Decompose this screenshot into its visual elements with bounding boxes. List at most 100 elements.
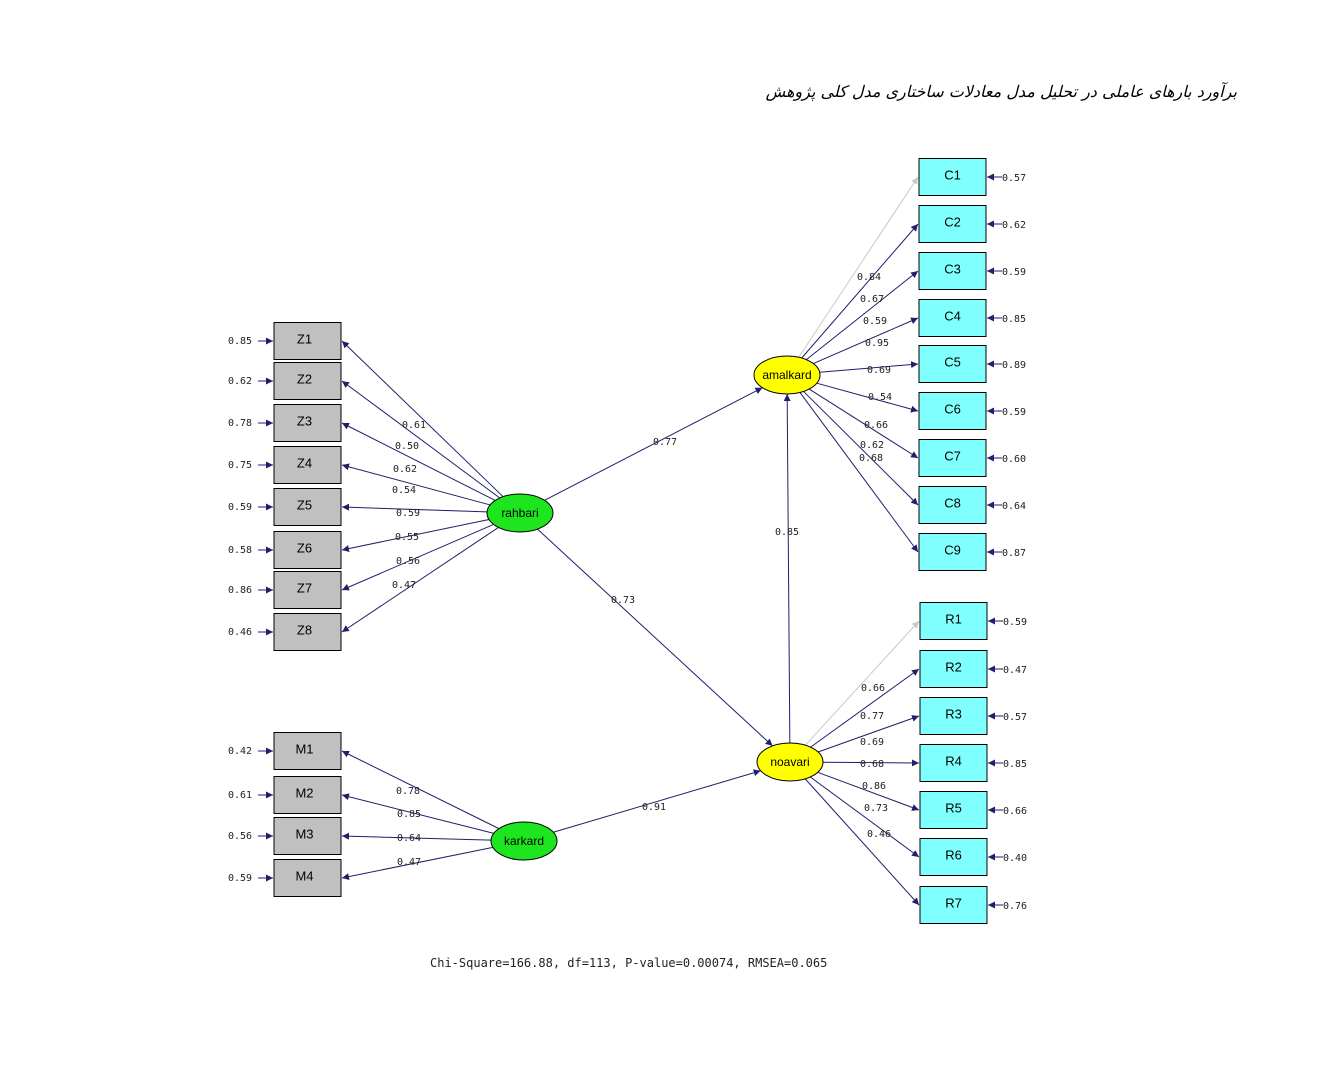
- m-error-4: 0.59: [228, 873, 252, 884]
- c-error-4: 0.85: [1002, 314, 1026, 325]
- indicator-c6: [918, 392, 987, 430]
- c-loading-arrow-2: [801, 223, 919, 359]
- r-loading-arrow-4: [822, 759, 920, 767]
- z-loading-arrow-2: [341, 380, 501, 499]
- indicator-label-r5: R5: [945, 800, 962, 815]
- fit-statistics: Chi-Square=166.88, df=113, P-value=0.000…: [430, 956, 828, 970]
- c-loading-arrow-6: [816, 382, 919, 413]
- m-loading-arrow-1: [341, 750, 500, 830]
- z-error-7: 0.86: [228, 585, 252, 596]
- indicator-label-z6: Z6: [297, 540, 312, 555]
- indicator-label-c4: C4: [944, 308, 961, 323]
- z-loading-1: 0.61: [402, 420, 426, 431]
- m-loading-arrow-4: [341, 846, 493, 881]
- indicator-label-m1: M1: [295, 741, 313, 756]
- m-error-1: 0.42: [228, 746, 252, 757]
- z-loading-arrow-3: [341, 422, 496, 501]
- latent-label-karkard: karkard: [504, 834, 544, 848]
- indicator-r1: [919, 602, 988, 640]
- indicator-c9: [918, 533, 987, 571]
- z-loading-7: 0.56: [396, 556, 420, 567]
- indicator-label-z8: Z8: [297, 622, 312, 637]
- indicator-c7: [918, 439, 987, 477]
- indicator-label-c8: C8: [944, 495, 961, 510]
- indicator-label-z5: Z5: [297, 497, 312, 512]
- indicator-label-r6: R6: [945, 847, 962, 862]
- indicator-label-z1: Z1: [297, 331, 312, 346]
- path-noavari-amalkard-arrow: [783, 393, 791, 744]
- z-loading-arrow-1: [341, 340, 504, 498]
- r-loading-2: 0.77: [860, 711, 884, 722]
- indicator-label-z3: Z3: [297, 413, 312, 428]
- r-loading-arrow-6: [810, 776, 920, 858]
- m-loading-2: 0.85: [397, 809, 421, 820]
- m-loading-1: 0.78: [396, 786, 420, 797]
- r-loading-arrow-5: [817, 771, 920, 811]
- z-loading-3: 0.62: [393, 464, 417, 475]
- r-error-5: 0.66: [1003, 806, 1027, 817]
- m-error-2: 0.61: [228, 790, 252, 801]
- c-error-9: 0.87: [1002, 548, 1026, 559]
- path-karkard-noavari-arrow: [553, 769, 761, 833]
- latent-noavari: [756, 742, 824, 782]
- c-loading-arrow-9: [799, 392, 919, 553]
- indicator-label-c9: C9: [944, 542, 961, 557]
- c-loading-4: 0.95: [865, 338, 889, 349]
- c-loading-5: 0.69: [867, 365, 891, 376]
- r-loading-arrow-2: [810, 668, 920, 748]
- indicator-c8: [918, 486, 987, 524]
- r-loading-arrow-1: [805, 620, 920, 746]
- path-rahbari-amalkard-coef: 0.77: [653, 437, 677, 448]
- m-loading-3: 0.64: [397, 833, 421, 844]
- diagram-caption: برآورد بارهای عاملی در تحلیل مدل معادلات…: [765, 82, 1237, 101]
- indicator-z6: [273, 531, 342, 569]
- r-error-3: 0.57: [1003, 712, 1027, 723]
- m-loading-4: 0.47: [397, 857, 421, 868]
- latent-rahbari: [486, 493, 554, 533]
- indicator-c1: [918, 158, 987, 196]
- indicator-label-r4: R4: [945, 753, 962, 768]
- latent-karkard: [490, 821, 558, 861]
- c-error-6: 0.59: [1002, 407, 1026, 418]
- m-loading-arrow-2: [341, 793, 494, 834]
- c-loading-arrow-7: [808, 388, 919, 459]
- c-error-7: 0.60: [1002, 454, 1026, 465]
- c-loading-arrow-1: [798, 176, 919, 358]
- indicator-r7: [919, 886, 988, 924]
- path-rahbari-noavari-arrow: [537, 528, 773, 747]
- indicator-m2: [273, 776, 342, 814]
- c-loading-arrow-8: [803, 391, 919, 506]
- c-error-8: 0.64: [1002, 501, 1026, 512]
- indicator-label-c3: C3: [944, 261, 961, 276]
- c-loading-arrow-4: [813, 317, 919, 365]
- r-loading-arrow-3: [817, 715, 920, 753]
- indicator-z4: [273, 446, 342, 484]
- indicator-z7: [273, 571, 342, 609]
- r-error-1: 0.59: [1003, 617, 1027, 628]
- path-rahbari-amalkard-arrow: [544, 387, 763, 501]
- indicator-m1: [273, 732, 342, 770]
- z-loading-5: 0.59: [396, 508, 420, 519]
- z-loading-6: 0.55: [395, 532, 419, 543]
- z-error-3: 0.78: [228, 418, 252, 429]
- c-loading-2: 0.67: [860, 294, 884, 305]
- indicator-label-r3: R3: [945, 706, 962, 721]
- c-error-3: 0.59: [1002, 267, 1026, 278]
- z-error-2: 0.62: [228, 376, 252, 387]
- indicator-label-c5: C5: [944, 354, 961, 369]
- indicator-z2: [273, 362, 342, 400]
- indicator-label-r7: R7: [945, 895, 962, 910]
- r-error-2: 0.47: [1003, 665, 1027, 676]
- path-karkard-noavari-coef: 0.91: [642, 802, 666, 813]
- m-error-3: 0.56: [228, 831, 252, 842]
- indicator-label-c7: C7: [944, 448, 961, 463]
- z-error-1: 0.85: [228, 336, 252, 347]
- indicator-r5: [919, 791, 988, 829]
- indicator-label-c2: C2: [944, 214, 961, 229]
- r-loading-4: 0.68: [860, 759, 884, 770]
- indicator-label-m4: M4: [295, 868, 313, 883]
- latent-label-rahbari: rahbari: [501, 506, 538, 520]
- indicator-z3: [273, 404, 342, 442]
- r-error-4: 0.85: [1003, 759, 1027, 770]
